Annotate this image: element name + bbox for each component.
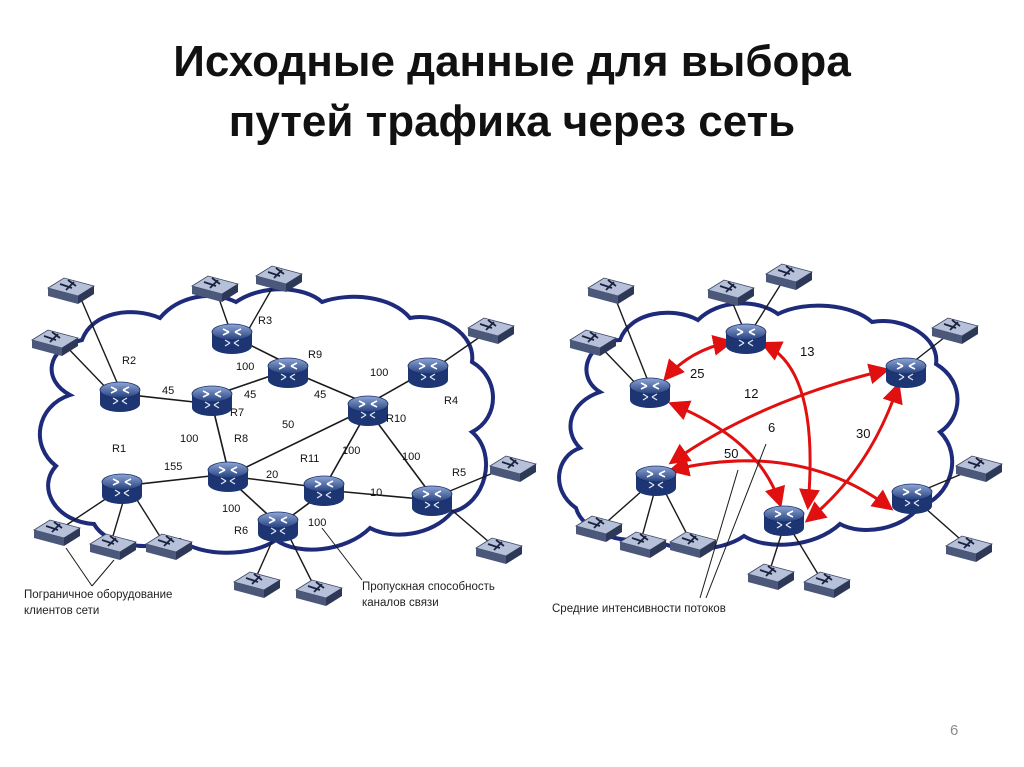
flow-arrow-12	[668, 363, 891, 465]
capacity-r8-r11: 20	[266, 469, 278, 481]
label-r7: R7	[230, 407, 244, 419]
switch-icon	[255, 265, 303, 293]
capacity-r9-r10: 45	[314, 389, 326, 401]
capacity-r8-r10: 50	[282, 419, 294, 431]
router-icon-r4	[407, 357, 449, 389]
flow-label-30: 30	[856, 426, 870, 441]
label-r5: R5	[452, 467, 466, 479]
router-icon	[763, 505, 805, 537]
router-icon-r10	[347, 395, 389, 427]
switch-icon	[33, 519, 81, 547]
capacity-r10-r5: 100	[402, 451, 420, 463]
switch-icon	[765, 263, 813, 291]
router-icon-r9	[267, 357, 309, 389]
flow-arrow-50	[667, 455, 894, 511]
switch-icon	[233, 571, 281, 599]
switch-icon	[475, 537, 523, 565]
label-r11: R11	[300, 453, 319, 465]
switch-icon	[569, 329, 617, 357]
switch-icon	[669, 531, 717, 559]
switch-icon	[47, 277, 95, 305]
left-callout-lines	[65, 527, 363, 587]
label-r1: R1	[112, 443, 126, 455]
capacity-r2-r7: 45	[162, 385, 174, 397]
caption-border-equipment-line-1: Пограничное оборудование	[24, 589, 172, 601]
router-icon-r5	[411, 485, 453, 517]
router-icon-r8	[207, 461, 249, 493]
flow-arrow-30	[804, 382, 903, 523]
capacity-r11-r5: 10	[370, 487, 382, 499]
switch-icon	[619, 531, 667, 559]
title-line-1: Исходные данные для выбора	[173, 37, 851, 86]
flow-label-25: 25	[690, 366, 704, 381]
capacity-r8-r6: 100	[222, 503, 240, 515]
slide-title: Исходные данные для выбора путей трафика…	[0, 32, 1024, 152]
router-icon-r11	[303, 475, 345, 507]
router-icon-r1	[101, 473, 143, 505]
router-icon	[725, 323, 767, 355]
label-r9: R9	[308, 349, 322, 361]
right-flow-arrows	[663, 335, 903, 523]
left-router-labels: R1 R2 R3 R4 R5 R6 R7 R8 R9 R10 R11	[112, 315, 466, 537]
switch-icon	[89, 533, 137, 561]
router-icon-r7	[191, 385, 233, 417]
flow-label-50: 50	[724, 446, 738, 461]
switch-icon	[803, 571, 851, 599]
title-line-2: путей трафика через сеть	[228, 97, 796, 146]
router-icon	[885, 357, 927, 389]
switch-icon	[145, 533, 193, 561]
router-icon-r2	[99, 381, 141, 413]
router-icon-r6	[257, 511, 299, 543]
label-r6: R6	[234, 525, 248, 537]
capacity-r6-r11: 100	[308, 517, 326, 529]
capacity-r11-r10: 100	[342, 445, 360, 457]
switch-icon	[489, 455, 537, 483]
switch-icon	[931, 317, 979, 345]
switch-icon	[955, 455, 1003, 483]
flow-label-13: 13	[800, 344, 814, 359]
capacity-r1-r8: 155	[164, 461, 182, 473]
switch-icon	[295, 579, 343, 607]
left-network-diagram: R1 R2 R3 R4 R5 R6 R7 R8 R9 R10 R11 45 10…	[24, 265, 537, 617]
switch-icon	[587, 277, 635, 305]
capacity-r7-r9: 45	[244, 389, 256, 401]
label-r4: R4	[444, 395, 458, 407]
caption-capacity-line-1: Пропускная способность	[362, 581, 495, 593]
capacity-r7-r8: 100	[180, 433, 198, 445]
caption-border-equipment-line-2: клиентов сети	[24, 605, 99, 617]
label-r2: R2	[122, 355, 136, 367]
router-icon	[635, 465, 677, 497]
flow-label-6: 6	[768, 420, 775, 435]
left-captions: Пограничное оборудование клиентов сети П…	[24, 581, 495, 617]
label-r10: R10	[386, 413, 406, 425]
switch-icon	[747, 563, 795, 591]
router-icon	[891, 483, 933, 515]
switch-icon	[945, 535, 993, 563]
left-routers	[99, 323, 453, 543]
router-icon-r3	[211, 323, 253, 355]
left-capacity-labels: 45 100 45 45 100 50 100 155 20 100 100 1…	[162, 361, 420, 529]
label-r3: R3	[258, 315, 272, 327]
page-number: 6	[950, 722, 959, 739]
capacity-r10-r4: 100	[370, 367, 388, 379]
right-network-diagram: 25 13 12 6 30 50 Средние интенсивности п…	[552, 263, 1003, 615]
router-icon	[629, 377, 671, 409]
caption-flows: Средние интенсивности потоков	[552, 603, 726, 615]
right-flow-labels: 25 13 12 6 30 50	[690, 344, 870, 461]
right-client-switches	[569, 263, 1003, 599]
capacity-r3-r9: 100	[236, 361, 254, 373]
label-r8: R8	[234, 433, 248, 445]
right-callout-lines	[699, 443, 767, 599]
flow-label-12: 12	[744, 386, 758, 401]
caption-capacity-line-2: каналов связи	[362, 597, 439, 609]
